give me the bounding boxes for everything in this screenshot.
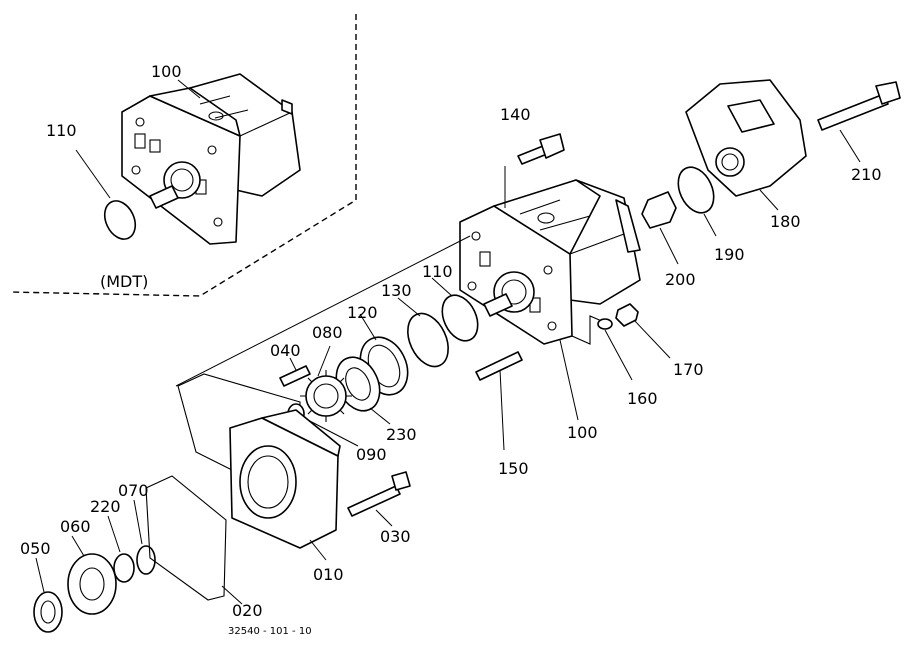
inset-pump-100	[121, 73, 301, 245]
label-070: 070	[118, 481, 149, 500]
label-210: 210	[851, 165, 882, 184]
mdt-note: (MDT)	[100, 272, 148, 291]
label-020: 020	[232, 601, 263, 620]
leader-100-main	[559, 339, 579, 421]
leader-210	[839, 129, 861, 163]
bolt-030	[347, 471, 411, 517]
label-160: 160	[627, 389, 658, 408]
leader-180	[759, 189, 779, 211]
leader-170	[633, 319, 671, 359]
label-120: 120	[347, 303, 378, 322]
label-050: 050	[20, 539, 51, 558]
label-150: 150	[498, 459, 529, 478]
label-040: 040	[270, 341, 301, 360]
gear-060	[67, 553, 117, 615]
nut-170	[615, 303, 639, 327]
o-ring-110	[441, 294, 479, 342]
gasket-020	[145, 475, 227, 601]
washer-160	[597, 318, 613, 330]
leader-030	[375, 509, 393, 527]
inset-o-ring-110	[103, 200, 137, 240]
leader-080	[317, 345, 331, 377]
snap-ring-070	[136, 545, 156, 575]
drawing-code: 32540 - 101 - 10	[228, 626, 312, 637]
o-ring-190	[677, 166, 715, 214]
mdt-inset-boundary	[9, 14, 357, 297]
leader-100-inset	[177, 79, 201, 99]
bolt-210	[817, 81, 901, 131]
label-170: 170	[673, 360, 704, 379]
coupling-200	[641, 191, 677, 229]
bolt-040	[279, 365, 311, 387]
leader-090	[303, 417, 359, 447]
label-030: 030	[380, 527, 411, 546]
gear-080	[300, 370, 352, 422]
leader-130	[397, 297, 421, 317]
leader-040	[289, 357, 297, 371]
leader-230	[369, 407, 391, 425]
label-100-inset: 100	[151, 62, 182, 81]
label-090: 090	[356, 445, 387, 464]
seal-050	[33, 591, 63, 633]
leader-060	[71, 535, 85, 557]
leader-160	[604, 329, 633, 381]
leader-110-inset	[75, 149, 111, 199]
label-140: 140	[500, 105, 531, 124]
label-230: 230	[386, 425, 417, 444]
leader-010	[309, 539, 327, 561]
label-220: 220	[90, 497, 121, 516]
label-190: 190	[714, 245, 745, 264]
leader-200	[659, 227, 679, 265]
label-080: 080	[312, 323, 343, 342]
bolt-140	[517, 133, 565, 165]
stud-150	[475, 351, 523, 381]
pump-180	[685, 79, 807, 197]
label-200: 200	[665, 270, 696, 289]
assembly-axis	[175, 235, 471, 387]
leader-020	[221, 585, 243, 605]
label-110-inset: 110	[46, 121, 77, 140]
label-060: 060	[60, 517, 91, 536]
label-110-main: 110	[422, 262, 453, 281]
leader-220	[107, 515, 121, 553]
label-010: 010	[313, 565, 344, 584]
leader-190	[703, 213, 717, 237]
leader-050	[35, 557, 45, 593]
bearing-230	[335, 356, 381, 412]
leader-150	[499, 369, 505, 451]
label-180: 180	[770, 212, 801, 231]
leader-070	[133, 499, 143, 545]
label-130: 130	[381, 281, 412, 300]
o-ring-130	[407, 312, 449, 368]
main-pump-100	[459, 179, 641, 345]
leader-120	[359, 313, 377, 341]
collar-220	[113, 553, 135, 583]
leader-110-main	[431, 277, 453, 297]
label-100-main: 100	[567, 423, 598, 442]
housing-010	[229, 409, 341, 549]
